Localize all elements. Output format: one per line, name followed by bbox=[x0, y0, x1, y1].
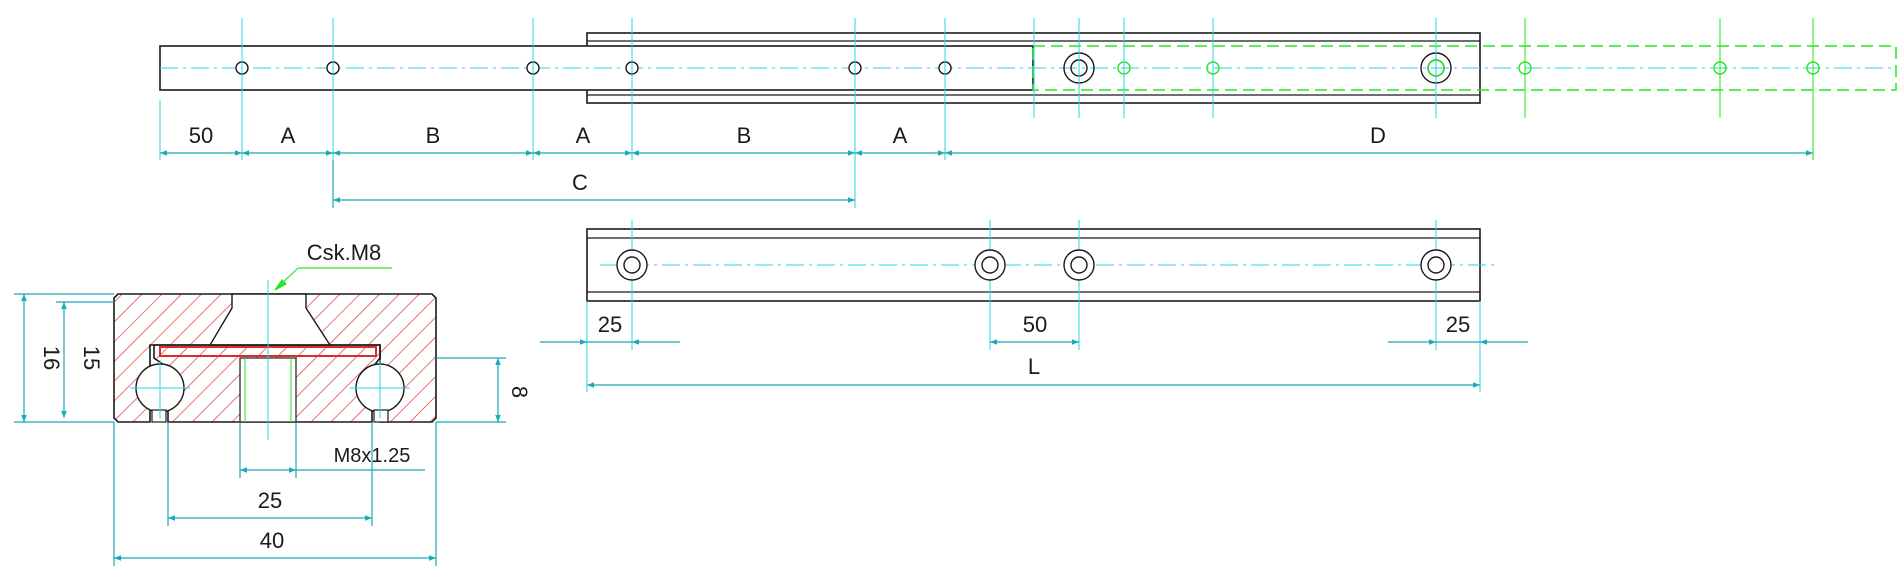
cross-section-view: Csk.M8 16 15 8 M8x1.25 25 4 bbox=[14, 240, 532, 566]
label-15: 15 bbox=[79, 346, 104, 370]
section-dimension-lines bbox=[14, 293, 506, 566]
label-L: L bbox=[1028, 354, 1040, 379]
label-A-1: A bbox=[281, 123, 296, 148]
label-25-width: 25 bbox=[258, 488, 282, 513]
label-50-middle: 50 bbox=[1023, 312, 1047, 337]
middle-countersunk-holes bbox=[616, 249, 1452, 281]
label-C: C bbox=[572, 170, 588, 195]
label-csk-m8: Csk.M8 bbox=[307, 240, 382, 265]
extended-centerlines bbox=[1524, 18, 1814, 160]
top-view-extended-slide: 50 A B A B A D C bbox=[159, 18, 1897, 208]
label-25-right: 25 bbox=[1446, 312, 1470, 337]
label-50: 50 bbox=[189, 123, 213, 148]
middle-view-outer-rail: 25 50 25 L bbox=[540, 220, 1528, 392]
label-thread-m8x1-25: M8x1.25 bbox=[334, 445, 411, 467]
label-8: 8 bbox=[507, 386, 532, 398]
label-A-2: A bbox=[576, 123, 591, 148]
hole-centerlines bbox=[241, 18, 1437, 208]
label-B-2: B bbox=[737, 123, 752, 148]
label-D: D bbox=[1370, 123, 1386, 148]
label-16: 16 bbox=[39, 346, 64, 370]
label-25-left: 25 bbox=[598, 312, 622, 337]
middle-dimension-lines bbox=[540, 339, 1528, 388]
label-40-width: 40 bbox=[260, 528, 284, 553]
label-B-1: B bbox=[426, 123, 441, 148]
top-dimension-row bbox=[160, 150, 1813, 208]
label-A-3: A bbox=[893, 123, 908, 148]
